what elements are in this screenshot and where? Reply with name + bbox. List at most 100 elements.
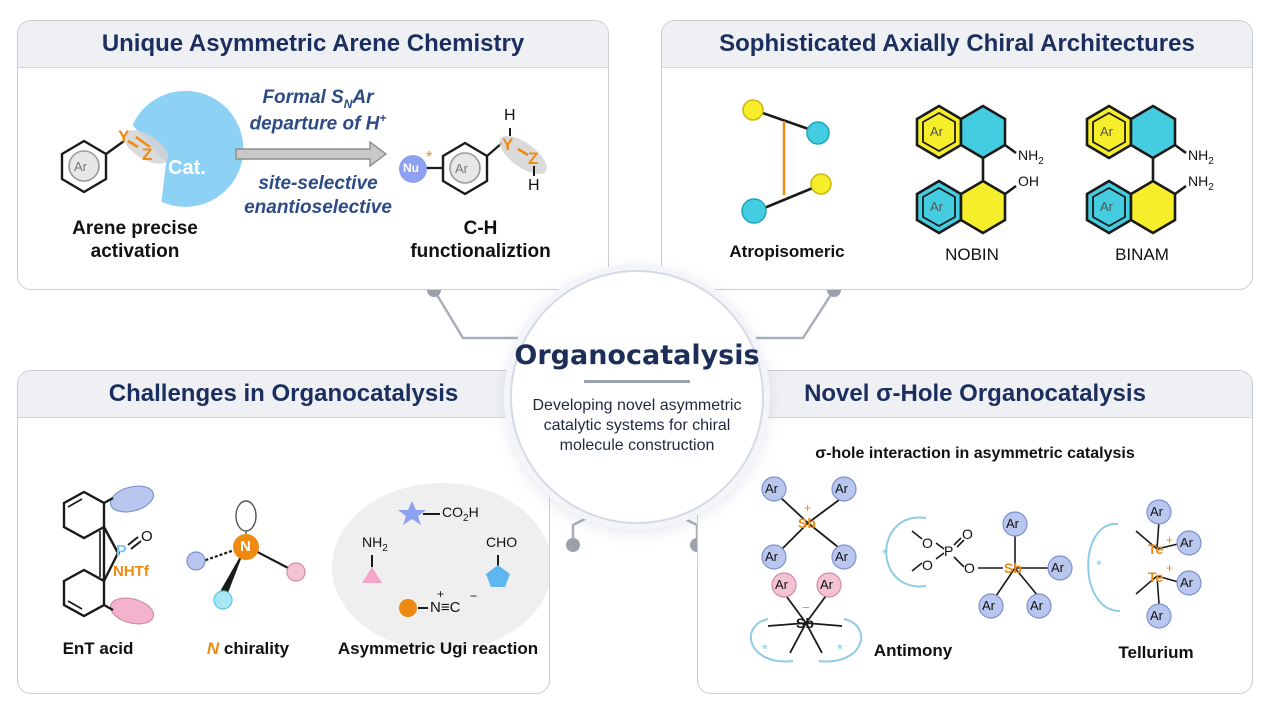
panel-axial-chirality: Sophisticated Axially Chiral Architectur… <box>661 20 1253 290</box>
label-ch-1: C-H <box>463 218 498 239</box>
sb-bottom-minus: − <box>802 600 810 615</box>
sb-ar: Ar <box>765 481 778 496</box>
panel-sigma-hole: Novel σ-Hole Organocatalysis σ-hole inte… <box>697 370 1253 694</box>
binam-ar: Ar <box>1100 124 1113 139</box>
sb-ar: Ar <box>835 481 848 496</box>
nitrogen-center <box>233 534 259 560</box>
sb-ar-pink: Ar <box>820 577 833 592</box>
te-ar: Ar <box>1150 608 1163 623</box>
panel-arene-chemistry: Unique Asymmetric Arene Chemistry Ar Y Z… <box>17 20 609 290</box>
sb-right-ar: Ar <box>1006 516 1019 531</box>
nu-star: * <box>426 149 433 166</box>
center-subtitle: Developing novel asymmetric catalytic sy… <box>532 397 742 454</box>
phos-o-top: O <box>962 526 973 542</box>
center-divider <box>584 380 690 383</box>
yellow-ball <box>810 173 832 195</box>
te-top: Te <box>1148 541 1164 557</box>
ugi-star <box>398 501 426 525</box>
sb-ar-pink: Ar <box>775 577 788 592</box>
yellow-ball <box>742 99 764 121</box>
sb-top: Sb <box>798 515 816 531</box>
label-arene-activation-1: Arene precise <box>72 218 198 239</box>
ugi-triangle <box>362 567 382 583</box>
h-top: H <box>504 107 516 124</box>
te-top-plus: + <box>1166 533 1174 547</box>
sigma-star-phosphate: * <box>882 546 888 563</box>
panel-title-sigma: Novel σ-Hole Organocatalysis <box>804 380 1146 407</box>
panel-title-axial: Sophisticated Axially Chiral Architectur… <box>719 30 1195 57</box>
label-n-chirality: N chirality <box>206 639 290 658</box>
challenges-scheme <box>62 483 549 651</box>
phos-p: P <box>944 543 954 559</box>
arrow-label-top-2: departure of H+ <box>249 111 387 135</box>
sb-star-left: * <box>762 641 768 658</box>
atom-y-right: Y <box>502 135 514 154</box>
panel-header <box>18 21 608 68</box>
phos-o-right: O <box>964 560 975 576</box>
te-ar: Ar <box>1180 535 1193 550</box>
panel-title-arene: Unique Asymmetric Arene Chemistry <box>101 30 525 57</box>
cyan-ball <box>741 198 767 224</box>
ent-o: O <box>141 528 153 545</box>
ent-p: P <box>116 543 127 560</box>
ugi-plus: + <box>437 587 445 601</box>
panel-header <box>18 371 549 418</box>
sb-right: Sb <box>1004 560 1022 576</box>
label-antimony: Antimony <box>873 641 953 660</box>
ugi-co2h: CO2H <box>442 504 479 524</box>
arene-ar-left: Ar <box>74 159 87 174</box>
arrow-label-bottom-1: site-selective <box>258 173 378 194</box>
label-tellurium: Tellurium <box>1118 643 1194 662</box>
n-atom-label: N <box>240 538 251 555</box>
arrow-label-bottom-2: enantioselective <box>244 197 392 218</box>
te-bottom-plus: + <box>1166 561 1174 575</box>
label-ugi: Asymmetric Ugi reaction <box>337 639 539 658</box>
te-bottom: Te <box>1148 569 1164 585</box>
axial-scheme <box>741 99 1187 235</box>
n-substituent-cyan <box>213 590 233 610</box>
sb-ar: Ar <box>835 549 848 564</box>
label-ch-2: functionaliztion <box>410 241 551 262</box>
catalyst-label: Cat. <box>168 157 206 179</box>
binam-nh2-bottom: NH2 <box>1188 173 1214 193</box>
ugi-orange-ball <box>399 599 417 617</box>
n-substituent-lavender <box>186 551 206 571</box>
label-nobin: NOBIN <box>945 245 999 264</box>
te-star: * <box>1096 557 1102 574</box>
atom-y: Y <box>118 127 130 146</box>
binam-ar-2: Ar <box>1100 199 1113 214</box>
cyan-ball <box>806 121 830 145</box>
panel-header <box>662 21 1252 68</box>
te-ar: Ar <box>1180 575 1193 590</box>
arrow-label-top-1: Formal SNAr <box>262 87 374 111</box>
center-title: Organocatalysis <box>514 340 760 371</box>
sb-top-plus: + <box>804 501 812 515</box>
sigma-subtitle: σ-hole interaction in asymmetric catalys… <box>815 445 1135 462</box>
sb-right-ar: Ar <box>1051 560 1064 575</box>
label-arene-activation-2: activation <box>90 241 180 262</box>
atom-z-right: Z <box>528 149 539 168</box>
sigma-scheme <box>749 476 1202 663</box>
nobin-ar-2: Ar <box>930 199 943 214</box>
n-substituent-pink <box>286 562 306 582</box>
panel-challenges: Challenges in Organocatalysis <box>17 370 550 694</box>
center-circle: Organocatalysis Developing novel asymmet… <box>510 270 764 524</box>
ugi-background <box>332 483 549 651</box>
ugi-cho: CHO <box>486 534 518 550</box>
ent-nhtf: NHTf <box>113 563 149 580</box>
ugi-minus: − <box>470 589 478 603</box>
arene-scheme <box>60 90 547 207</box>
sb-star-right: * <box>837 641 843 658</box>
sb-bottom: Sb <box>796 615 814 631</box>
sb-ar: Ar <box>765 549 778 564</box>
nobin-nh2: NH2 <box>1018 147 1044 167</box>
ugi-pentagon <box>486 565 510 587</box>
phos-o: O <box>922 535 933 551</box>
label-ent-acid: EnT acid <box>62 639 134 658</box>
sb-right-ar: Ar <box>982 598 995 613</box>
label-atropisomeric: Atropisomeric <box>729 242 845 261</box>
atom-z: Z <box>142 145 153 164</box>
nucleophile-circle <box>399 155 427 183</box>
panel-title-challenges: Challenges in Organocatalysis <box>108 380 459 407</box>
h-bottom: H <box>528 177 540 194</box>
